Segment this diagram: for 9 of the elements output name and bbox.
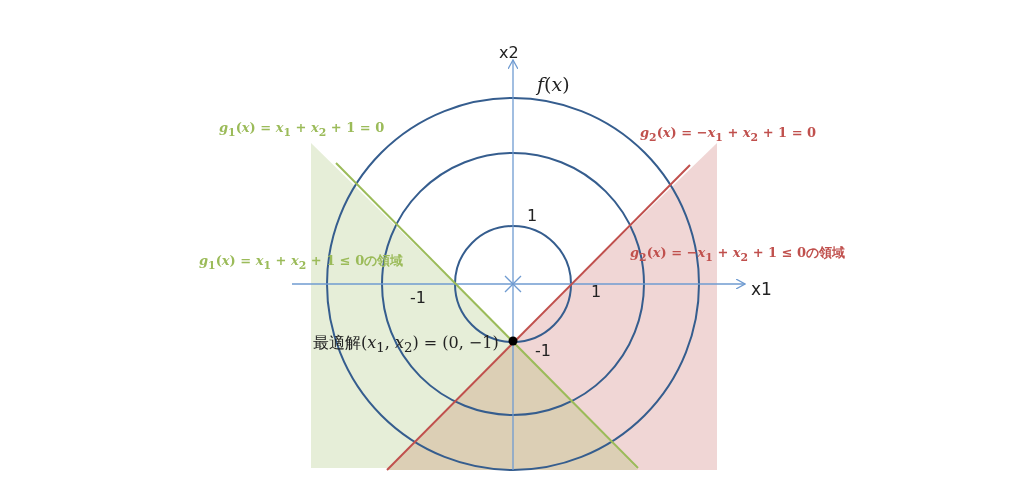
tick-label: 1 bbox=[591, 283, 602, 301]
constraint-equation: g$_{2}$(x) = −x$_{1}$ + x$_{2}$ + 1 = 0 bbox=[640, 126, 817, 144]
function-label: f(x) bbox=[537, 74, 570, 95]
tick-label: 1 bbox=[527, 207, 538, 225]
axis-label: x2 bbox=[499, 44, 519, 62]
tick-label: -1 bbox=[535, 342, 551, 360]
tick-label: -1 bbox=[410, 289, 426, 307]
constraint-equation: g$_{1}$(x) = x$_{1}$ + x$_{2}$ + 1 = 0 bbox=[219, 121, 385, 139]
axis-label: x1 bbox=[751, 280, 772, 299]
